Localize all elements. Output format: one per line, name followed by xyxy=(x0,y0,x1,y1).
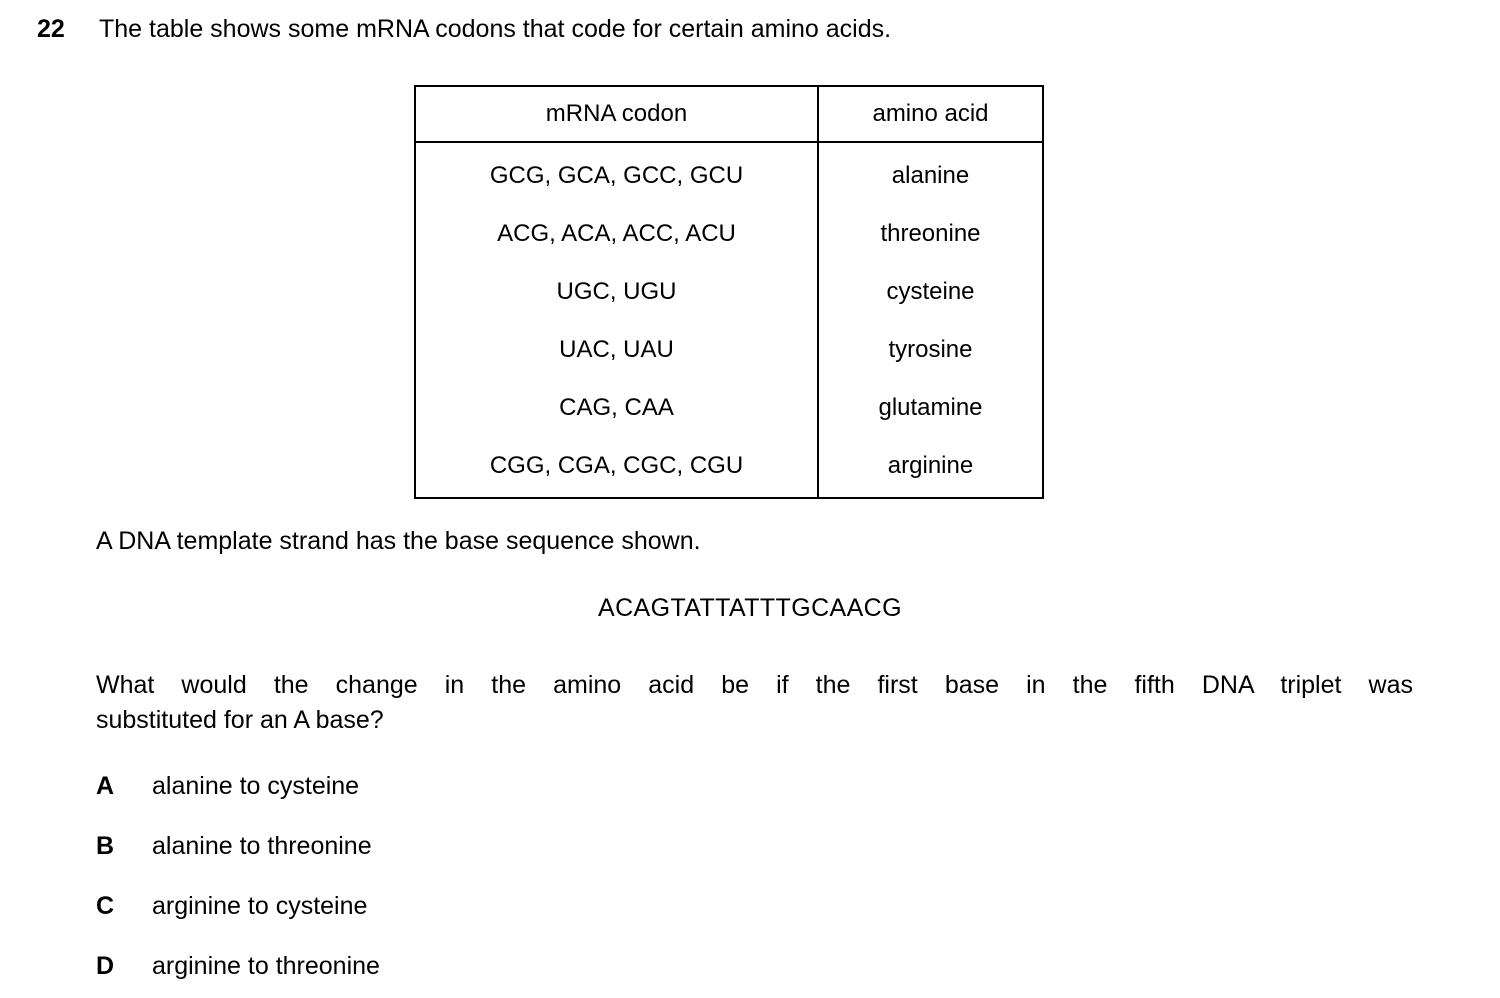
question-stem-text: The table shows some mRNA codons that co… xyxy=(99,15,892,43)
option-label-c: arginine to cysteine xyxy=(152,892,368,920)
dna-template-intro: A DNA template strand has the base seque… xyxy=(96,527,701,555)
question-prompt: What would the change in the amino acid … xyxy=(96,668,1413,738)
option-d[interactable]: D arginine to threonine xyxy=(96,950,996,998)
question-prompt-line-1: What would the change in the amino acid … xyxy=(96,671,1413,699)
cell-amino-acid: alanine xyxy=(891,162,970,189)
cell-amino-acid: cysteine xyxy=(886,278,975,305)
question-prompt-line-2: substituted for an A base? xyxy=(96,706,384,734)
option-label-a: alanine to cysteine xyxy=(152,772,360,800)
option-label-b: alanine to threonine xyxy=(152,832,372,860)
option-letter-a: A xyxy=(96,772,115,800)
codon-table: mRNA codon amino acid GCG, GCA, GCC, GCU… xyxy=(414,85,1044,499)
question-number: 22 xyxy=(37,15,65,43)
table-row: CAG, CAA glutamine xyxy=(415,379,1043,437)
option-letter-d: D xyxy=(96,952,115,980)
column-header-amino-acid: amino acid xyxy=(818,86,1043,143)
answer-options: A alanine to cysteine B alanine to threo… xyxy=(96,770,996,998)
cell-amino-acid: glutamine xyxy=(878,394,983,421)
dna-sequence: ACAGTATTATTTGCAACG xyxy=(598,594,902,622)
cell-codon: ACG, ACA, ACC, ACU xyxy=(415,205,819,263)
option-b[interactable]: B alanine to threonine xyxy=(96,830,996,890)
codon-table-body: GCG, GCA, GCC, GCU alanine ACG, ACA, ACC… xyxy=(415,142,1043,498)
table-row: GCG, GCA, GCC, GCU alanine xyxy=(415,142,1043,205)
table-row: UGC, UGU cysteine xyxy=(415,263,1043,321)
cell-amino-acid: tyrosine xyxy=(888,336,973,363)
cell-codon: GCG, GCA, GCC, GCU xyxy=(415,142,819,205)
option-a[interactable]: A alanine to cysteine xyxy=(96,770,996,830)
cell-codon: UAC, UAU xyxy=(415,321,819,379)
table-row: UAC, UAU tyrosine xyxy=(415,321,1043,379)
question-stem: 22 The table shows some mRNA codons that… xyxy=(37,13,1457,45)
cell-codon: UGC, UGU xyxy=(415,263,819,321)
codon-table-container: mRNA codon amino acid GCG, GCA, GCC, GCU… xyxy=(414,85,1044,499)
cell-codon: CAG, CAA xyxy=(415,379,819,437)
table-row: ACG, ACA, ACC, ACU threonine xyxy=(415,205,1043,263)
cell-codon: CGG, CGA, CGC, CGU xyxy=(415,437,819,498)
table-row: CGG, CGA, CGC, CGU arginine xyxy=(415,437,1043,498)
option-c[interactable]: C arginine to cysteine xyxy=(96,890,996,950)
table-header-row: mRNA codon amino acid xyxy=(415,86,1043,143)
option-letter-c: C xyxy=(96,892,115,920)
cell-amino-acid: threonine xyxy=(880,220,981,247)
option-label-d: arginine to threonine xyxy=(152,952,380,980)
codon-table-header: mRNA codon amino acid xyxy=(415,86,1043,143)
cell-amino-acid: arginine xyxy=(887,452,974,479)
column-header-codon: mRNA codon xyxy=(415,86,819,143)
option-letter-b: B xyxy=(96,832,115,860)
